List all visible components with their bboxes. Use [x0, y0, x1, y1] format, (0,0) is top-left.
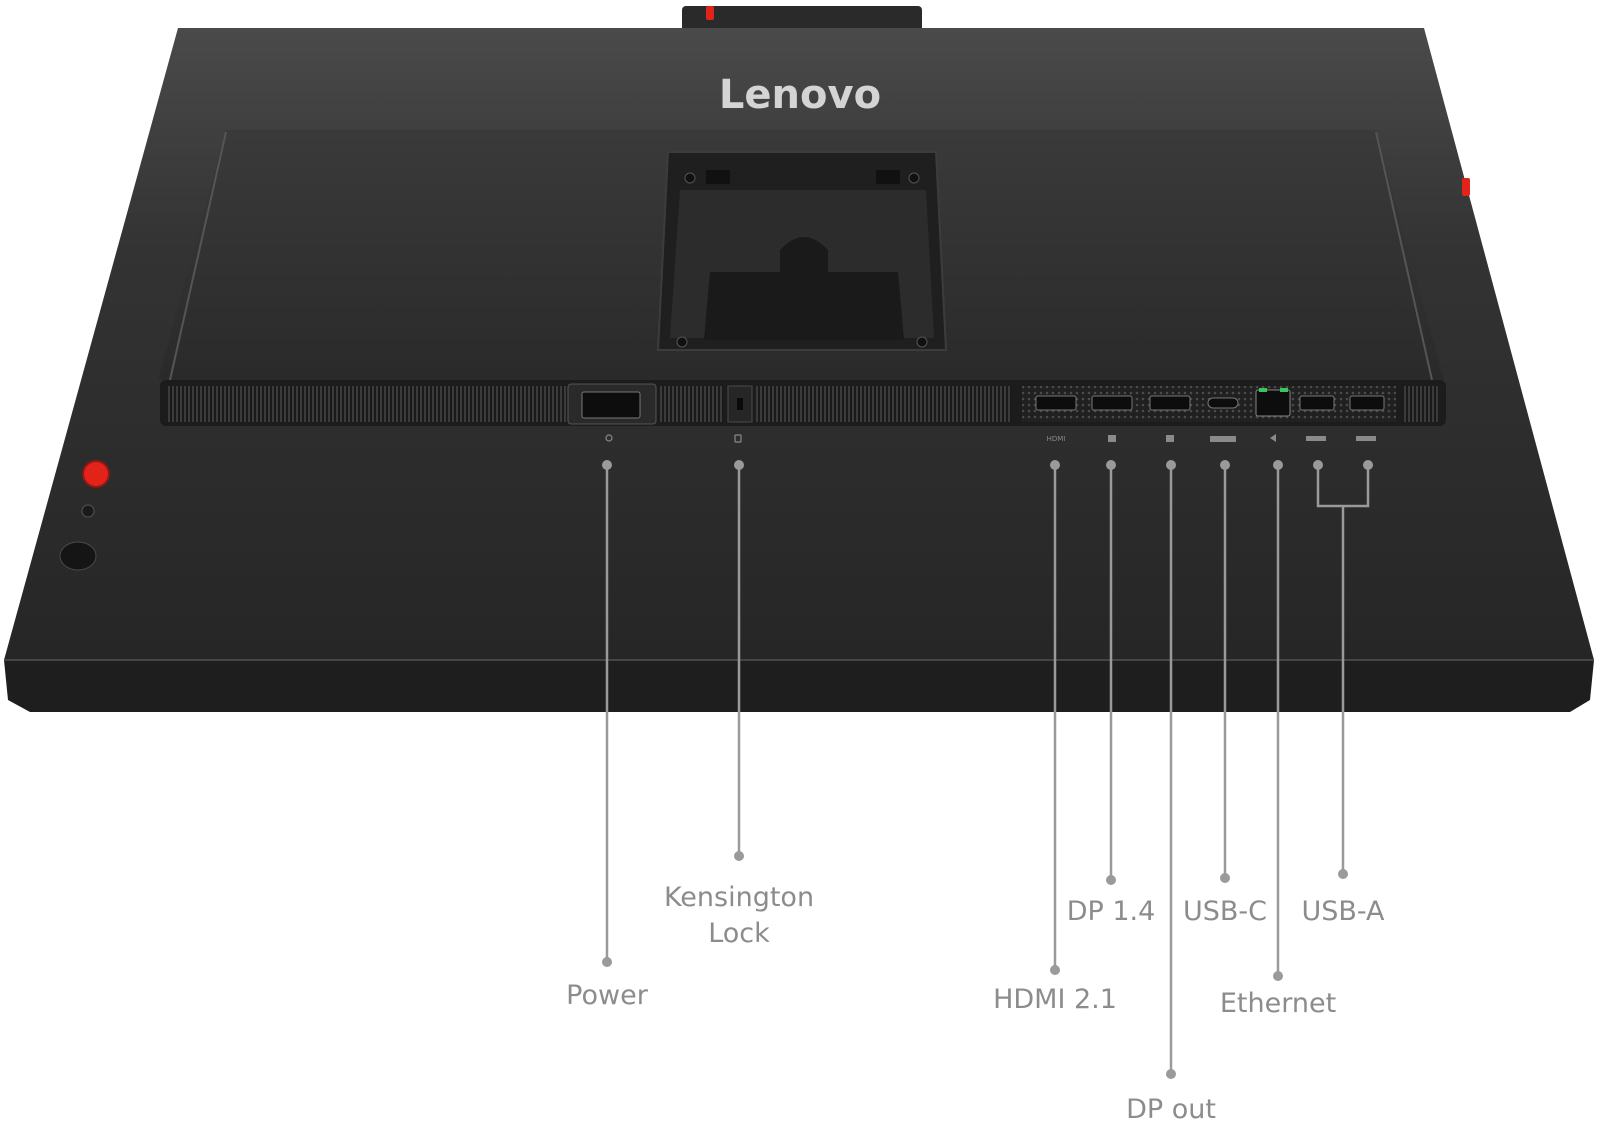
- ethernet-port: [1255, 389, 1291, 417]
- label-power: Power: [566, 980, 649, 1011]
- usb-c-port: [1207, 397, 1239, 409]
- label-usb-c: USB-C: [1183, 896, 1267, 927]
- usb-a-port-2: [1349, 395, 1385, 411]
- hdmi-mark: HDMI: [1047, 435, 1066, 443]
- dp-symbol-icon: [1108, 435, 1116, 442]
- usb-c-symbol-icon: [1210, 436, 1236, 442]
- label-dp14: DP 1.4: [1067, 896, 1156, 927]
- vesa-mount-plate: [656, 151, 948, 351]
- port-strip: [160, 380, 1446, 426]
- port-markings: HDMI: [605, 434, 1376, 443]
- joystick-button[interactable]: [59, 541, 97, 571]
- camera-privacy-indicator: [706, 6, 714, 20]
- vent-left: [168, 386, 566, 422]
- vent-mid: [756, 386, 1012, 422]
- dp14-port: [1091, 395, 1133, 411]
- ethernet-led-icon: [1259, 388, 1267, 392]
- label-hdmi: HDMI 2.1: [993, 984, 1117, 1015]
- side-controls: [59, 460, 110, 571]
- dp-out-symbol-icon: [1166, 435, 1174, 442]
- power-button[interactable]: [82, 460, 110, 488]
- label-dp-out: DP out: [1126, 1094, 1216, 1125]
- hdmi-port: [1035, 395, 1077, 411]
- top-camera-bar: [682, 6, 922, 32]
- usb-symbol-icon-2: [1356, 436, 1376, 441]
- usb-a-port-1: [1299, 395, 1335, 411]
- usb-symbol-icon: [1306, 436, 1326, 441]
- vent-mid-left: [660, 386, 724, 422]
- dp-out-port: [1149, 395, 1191, 411]
- vent-right: [1404, 386, 1438, 422]
- label-kensington-line2: Lock: [708, 918, 770, 949]
- power-led-icon: [81, 504, 95, 518]
- network-symbol-icon: [1270, 434, 1276, 442]
- label-kensington-line1: Kensington: [664, 882, 814, 913]
- power-symbol-icon: [605, 434, 613, 442]
- lenovo-logo: Lenovo: [719, 72, 881, 118]
- label-ethernet: Ethernet: [1220, 988, 1336, 1019]
- label-usb-a: USB-A: [1301, 896, 1385, 927]
- callout-labels: Power Kensington Lock HDMI 2.1 DP 1.4 DP…: [566, 882, 1385, 1125]
- leader-lines: [602, 460, 1373, 1079]
- side-red-accent: [1462, 178, 1470, 196]
- lock-symbol-icon: [734, 434, 742, 443]
